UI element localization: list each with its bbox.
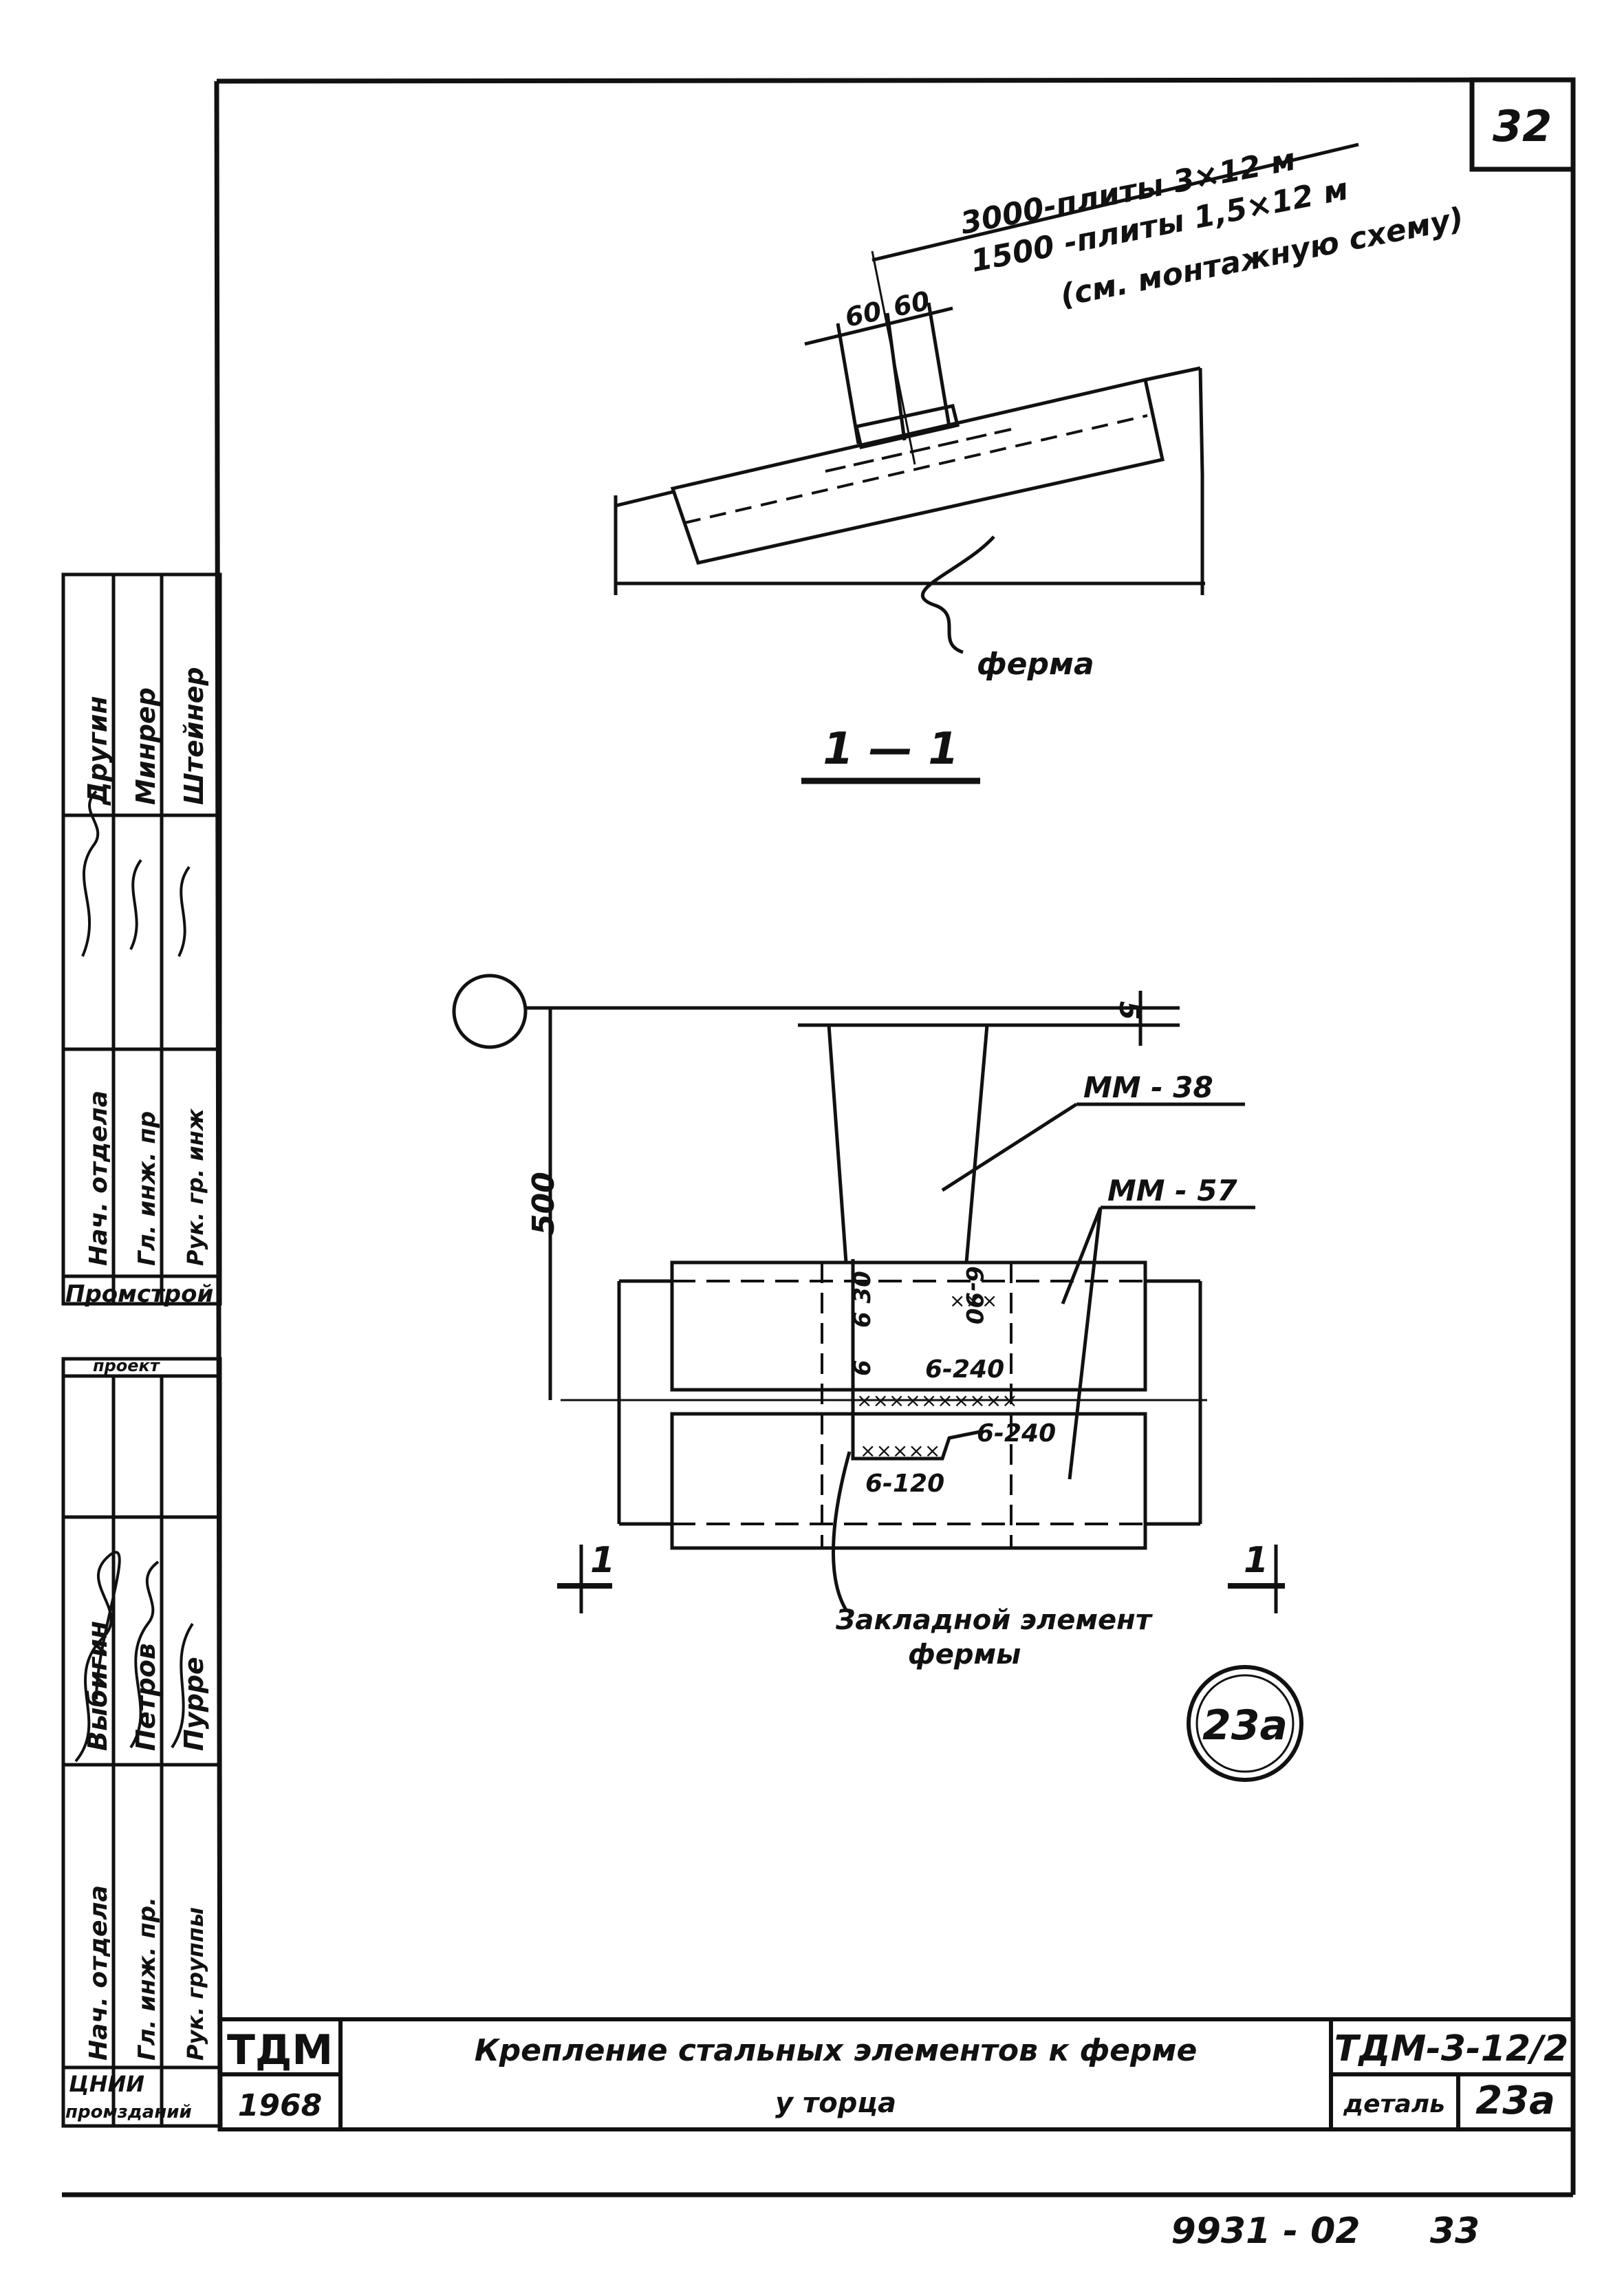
axis-circle bbox=[452, 974, 528, 1049]
stamp-upper-org: Промстрой bbox=[65, 1280, 213, 1308]
top-plate bbox=[854, 404, 960, 449]
footer-page: 33 bbox=[1430, 2211, 1480, 2252]
label-mm38: ММ - 38 bbox=[1083, 1071, 1213, 1104]
svg-text:×××××: ××××× bbox=[860, 1439, 940, 1462]
dim-500: 500 bbox=[526, 1172, 561, 1235]
truss-leader bbox=[921, 535, 995, 654]
stamp-upper-role-1: Нач. отдела bbox=[85, 1090, 113, 1266]
title-code: ТДМ-3-12/2 bbox=[1334, 2028, 1568, 2070]
stamp-upper-name-2: Минрер bbox=[131, 687, 161, 805]
section-label: 1 — 1 bbox=[823, 724, 959, 775]
leader-mm38 bbox=[941, 1102, 1078, 1192]
footer-code: 9931 - 02 bbox=[1171, 2211, 1361, 2252]
upper-plate bbox=[670, 1260, 1147, 1392]
embed-label-line-2: фермы bbox=[908, 1639, 1021, 1670]
weld-6-120: 6-120 bbox=[865, 1470, 944, 1498]
stamp-lower-role-1: Нач. отдела bbox=[85, 1885, 113, 2061]
stamp-lower-org2-line-2: промзданий bbox=[65, 2102, 192, 2123]
stamp-lower-role-3: Рук. группы bbox=[182, 1907, 208, 2061]
weld-6: 6 bbox=[849, 1360, 876, 1376]
embed-plate bbox=[851, 1259, 984, 1461]
dim-5: 5 bbox=[1113, 1001, 1145, 1020]
cut-mark-right: 1 bbox=[1244, 1540, 1268, 1581]
inclined-beam bbox=[670, 377, 1165, 565]
title-detail-value: 23а bbox=[1475, 2078, 1555, 2123]
title-line-1: Крепление стальных элементов к ферме bbox=[475, 2033, 1198, 2068]
detail-mark: 23а bbox=[1202, 1701, 1288, 1750]
title-year: 1968 bbox=[238, 2088, 322, 2123]
lower-plate bbox=[670, 1412, 1147, 1550]
svg-text:×××: ××× bbox=[949, 1289, 997, 1312]
weld-6-240-lower: 6-240 bbox=[977, 1419, 1056, 1448]
weld-6-90: 6-90 bbox=[960, 1266, 988, 1324]
stamp-upper-role-3: Рук. гр. инж bbox=[182, 1108, 208, 1266]
plan-view: ××× ×××××××××× ××××× bbox=[452, 974, 1303, 1782]
side-stamp bbox=[61, 572, 222, 2128]
stamp-upper-role-2: Гл. инж. пр bbox=[133, 1111, 161, 1266]
stamp-lower-name-1: Выбигин bbox=[83, 1621, 113, 1751]
embed-label-line-1: Закладной элемент bbox=[835, 1604, 1154, 1636]
stamp-upper-name-3: Штейнер bbox=[179, 667, 209, 805]
embed-leader bbox=[832, 1451, 852, 1611]
title-org: ТДМ bbox=[227, 2026, 333, 2074]
title-line-2: у торца bbox=[775, 2087, 896, 2119]
sheet-number: 32 bbox=[1493, 101, 1552, 151]
stamp-lower-name-2: Петров bbox=[131, 1643, 161, 1751]
stamp-upper-name-1: Другин bbox=[83, 696, 113, 806]
truss-label: ферма bbox=[977, 647, 1094, 682]
svg-text:××××××××××: ×××××××××× bbox=[856, 1389, 1018, 1412]
dim-60-a: 60 bbox=[843, 296, 885, 333]
plate-mm38 bbox=[827, 1023, 989, 1265]
title-detail-label: деталь bbox=[1343, 2090, 1445, 2118]
weld-6-30: 6 30 bbox=[849, 1271, 876, 1328]
dim-60-b: 60 bbox=[891, 286, 933, 323]
cut-mark-left: 1 bbox=[590, 1540, 615, 1581]
note-leader bbox=[871, 142, 1359, 262]
leader-mm57 bbox=[1061, 1207, 1103, 1304]
weld-6-240-upper: 6-240 bbox=[925, 1355, 1004, 1384]
detail-mark-circle bbox=[1187, 1665, 1303, 1782]
stamp-lower-org2-line-1: ЦНИИ bbox=[69, 2071, 144, 2097]
sheet-frame bbox=[62, 77, 1576, 2198]
title-block bbox=[218, 2017, 1575, 2131]
stamp-lower-role-2: Гл. инж. пр. bbox=[133, 1897, 161, 2061]
stamp-lower-name-3: Пурре bbox=[179, 1657, 209, 1751]
label-mm57: ММ - 57 bbox=[1107, 1174, 1237, 1207]
top-view bbox=[614, 142, 1359, 784]
stamp-lower-org: проект bbox=[93, 1356, 161, 1375]
